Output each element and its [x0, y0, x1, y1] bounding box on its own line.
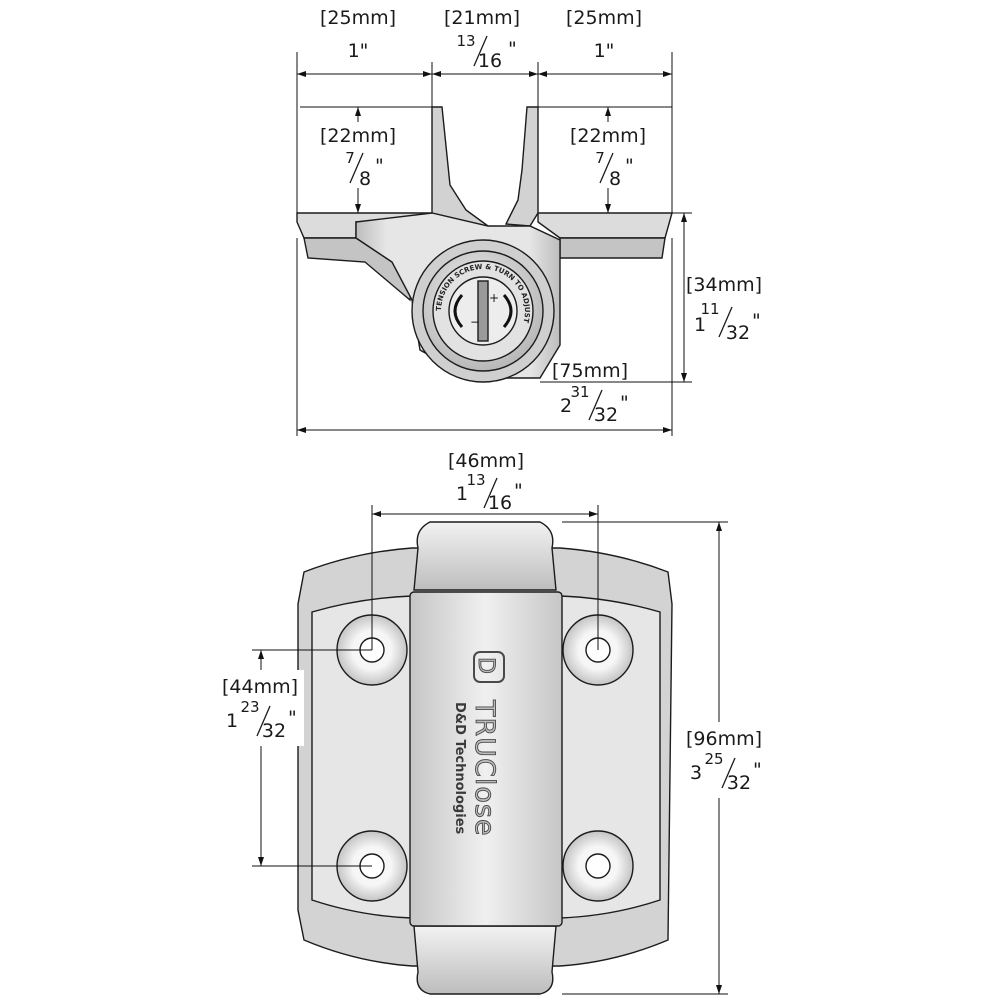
hole-spacing-h-numerator: 13: [466, 471, 485, 489]
hole-spacing-h-denominator: 16: [488, 492, 512, 514]
hole-spacing-h-unit: ": [514, 480, 523, 502]
depth-numerator: 11: [700, 300, 719, 318]
overall-height-unit: ": [753, 759, 762, 781]
left-flange-width-inch: 1": [348, 40, 369, 62]
hole-spacing-horizontal-dimension: [46mm] 1 13 16 ": [371, 450, 599, 650]
top-view-part: TENSION SCREW & TURN TO ADJUST − +: [296, 106, 673, 383]
left-flange-height-denominator: 8: [359, 168, 371, 190]
left-fin: [431, 106, 490, 231]
left-flange-height-numerator: 7: [345, 149, 355, 167]
overall-height-fraction-bar: [721, 757, 736, 789]
depth-mm: [34mm]: [686, 274, 762, 296]
right-flange-height-numerator: 7: [595, 149, 605, 167]
overall-height-numerator: 25: [704, 750, 723, 768]
right-flange-width-mm: [25mm]: [566, 7, 642, 29]
brand-logo: D: [473, 651, 505, 683]
adjust-slot: [477, 280, 489, 342]
flange-height-dimensions: [22mm] 7 8 " [22mm] 7 8 ": [300, 106, 672, 213]
hole-spacing-h-fraction-bar: [483, 477, 498, 509]
overall-width-mm: [75mm]: [552, 360, 628, 382]
plus-icon: +: [489, 291, 499, 305]
left-flange-height-unit: ": [375, 155, 384, 177]
overall-width-dimension: [75mm] 2 31 32 ": [296, 238, 673, 436]
rotate-right-icon: [502, 294, 513, 328]
overall-width-fraction-bar: [588, 389, 603, 421]
barrel: [409, 591, 563, 927]
hole-spacing-v-mm: [44mm]: [222, 676, 298, 698]
overall-width-unit: ": [620, 392, 629, 414]
brand-company: D&D Technologies: [452, 702, 467, 835]
left-flange-height-fraction-bar: [349, 152, 364, 184]
logo-mark: D: [473, 657, 498, 675]
center-width-fraction-bar: [473, 35, 488, 67]
depth-fraction-bar: [718, 306, 733, 338]
hole-spacing-h-mm: [46mm]: [448, 450, 524, 472]
rotate-left-icon: [453, 294, 464, 328]
right-flange: [537, 212, 673, 239]
center-width-numerator: 13: [456, 32, 475, 50]
overall-height-mm: [96mm]: [686, 728, 762, 750]
right-flange-height-denominator: 8: [609, 168, 621, 190]
right-flange-width-inch: 1": [594, 40, 615, 62]
overall-height-dimension: [96mm] 3 25 32 ": [562, 521, 776, 995]
right-flange-height-mm: [22mm]: [570, 125, 646, 147]
hole-spacing-v-fraction-bar: [256, 705, 271, 737]
hole-spacing-v-numerator: 23: [240, 698, 259, 716]
right-flange-underside: [559, 237, 666, 259]
logo-frame: [473, 651, 505, 683]
depth-denominator: 32: [726, 322, 750, 344]
brand-name: TRUClose: [469, 699, 500, 837]
depth-dimension: [34mm] 1 11 32 ": [540, 212, 762, 383]
left-flange-width-mm: [25mm]: [320, 7, 396, 29]
screw-hole-bottom-right: [562, 830, 634, 902]
minus-icon: −: [470, 315, 480, 329]
right-flange-height-unit: ": [625, 155, 634, 177]
center-width-unit: ": [508, 38, 517, 60]
hole-spacing-vertical-dimension: [44mm] 1 23 32 ": [214, 649, 372, 867]
right-flange-height-fraction-bar: [599, 152, 614, 184]
overall-width-whole: 2: [560, 395, 572, 417]
left-flange-height-mm: [22mm]: [320, 125, 396, 147]
hole-spacing-v-whole: 1: [226, 710, 238, 732]
center-width-mm: [21mm]: [444, 7, 520, 29]
center-width-denominator: 16: [478, 50, 502, 72]
bottom-cap: [413, 925, 557, 995]
hole-spacing-v-denominator: 32: [262, 720, 286, 742]
top-width-dimensions: [25mm] 1" [21mm] 13 16 " [25mm] 1": [296, 7, 673, 213]
overall-height-whole: 3: [690, 762, 702, 784]
hole-spacing-h-whole: 1: [456, 483, 468, 505]
hole-spacing-v-unit: ": [288, 707, 297, 729]
top-cap: [413, 521, 557, 591]
overall-width-numerator: 31: [570, 383, 589, 401]
depth-unit: ": [752, 310, 761, 332]
overall-width-denominator: 32: [594, 404, 618, 426]
depth-whole: 1: [694, 314, 706, 336]
overall-height-denominator: 32: [727, 772, 751, 794]
front-view-part: D TRUClose D&D Technologies: [297, 521, 673, 995]
front-view: D TRUClose D&D Technologies [46mm] 1 13 …: [214, 450, 776, 995]
top-view: TENSION SCREW & TURN TO ADJUST − + [25mm…: [296, 7, 762, 436]
right-fin: [504, 106, 539, 227]
